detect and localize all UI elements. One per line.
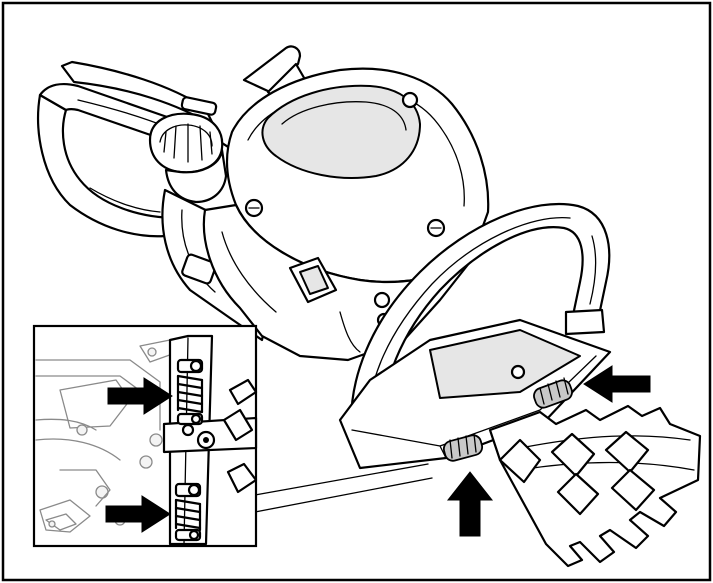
upper-spring — [176, 358, 204, 426]
cutter-blade — [488, 404, 702, 568]
base-plate — [338, 318, 612, 470]
inset-detail — [32, 324, 258, 548]
arrow-up-icon — [446, 471, 494, 537]
arrow-left-icon — [583, 365, 651, 403]
main-mount-springs — [442, 377, 573, 462]
arrow-right-icon — [107, 377, 173, 415]
lower-spring — [174, 482, 202, 542]
fuel-cap — [148, 112, 228, 204]
arrow-right-icon — [105, 495, 171, 533]
engine-cover — [225, 67, 490, 293]
inset-leader-lines — [254, 463, 433, 513]
